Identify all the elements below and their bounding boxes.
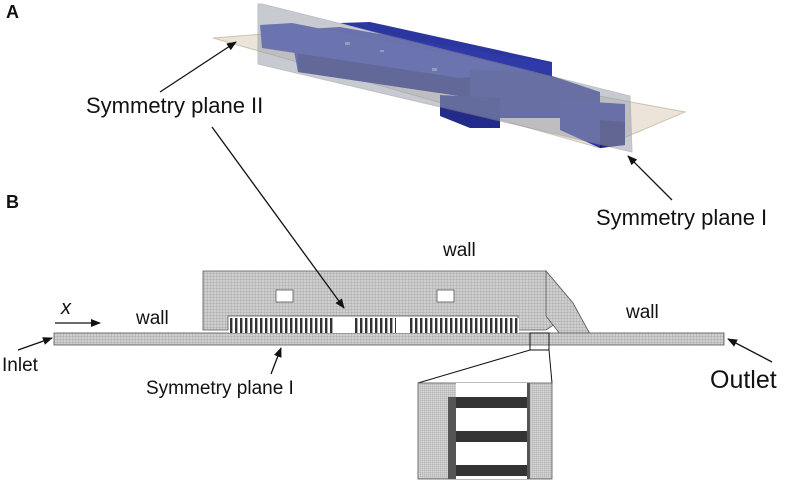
symmetry-plane-i-label-bottom: Symmetry plane I [146, 378, 294, 399]
annotation-arrows [17, 41, 773, 375]
panel-b-2d-mesh [53, 269, 725, 480]
wall-label-left: wall [136, 308, 169, 329]
zoom-inset [417, 382, 553, 480]
arrow-plane-i-bottom [270, 347, 282, 375]
panel-label-b: B [6, 192, 19, 212]
inlet-label: Inlet [2, 355, 38, 376]
arrow-plane-i-top [627, 155, 673, 201]
arrow-inlet [17, 337, 53, 351]
symmetry-plane-i-surface [257, 3, 633, 153]
zoom-box [529, 332, 550, 351]
symmetry-plane-ii-label: Symmetry plane II [86, 93, 264, 118]
symmetry-plane-i-label-top: Symmetry plane I [596, 205, 768, 230]
outlet-label: Outlet [710, 366, 777, 394]
channel-mesh [53, 332, 725, 346]
arrow-plane-ii-to-b [211, 126, 345, 309]
mesh-hole-left [275, 289, 294, 303]
panel-a-3d-view [212, 3, 687, 153]
x-axis-label: x [61, 297, 71, 319]
panel-label-a: A [6, 2, 19, 22]
fin-array [229, 318, 519, 333]
wall-label-top: wall [443, 240, 476, 261]
mesh-hole-right [436, 289, 455, 303]
wall-label-right: wall [626, 302, 659, 323]
arrow-plane-ii-to-a [159, 41, 237, 93]
arrow-outlet [727, 338, 773, 363]
